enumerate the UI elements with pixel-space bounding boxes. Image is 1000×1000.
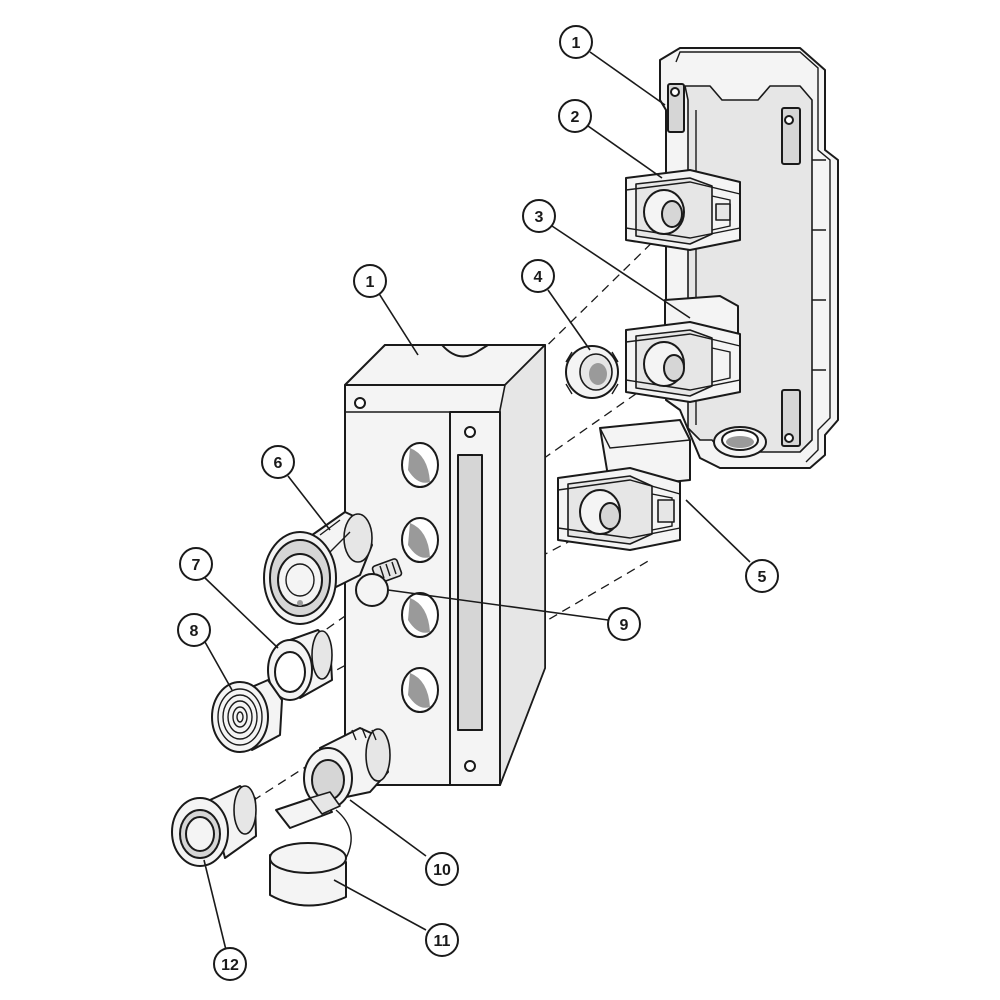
callout-3: 3 [522,199,556,233]
rear-housing [659,47,839,469]
callout-2: 2 [558,99,592,133]
flush-pushbutton [267,629,333,701]
svg-text:11: 11 [434,933,451,950]
svg-text:5: 5 [758,569,767,586]
contact-block-top [625,169,741,251]
svg-text:10: 10 [433,862,451,879]
svg-text:7: 7 [192,557,201,574]
blanking-plug [355,558,403,607]
leader-lines [203,51,751,951]
contact-block-middle [625,295,741,403]
callout-5: 5 [745,559,779,593]
key-selector-switch [275,727,391,859]
callout-9: 9 [607,607,641,641]
extended-pushbutton [171,785,257,867]
enclosure-hole-1 [401,442,439,488]
svg-text:1: 1 [366,274,375,291]
callout-10: 10 [425,852,459,886]
callout-4: 4 [521,259,555,293]
callout-11: 11 [425,923,459,957]
enclosure-hole-4 [401,667,439,713]
enclosure-hole-3 [401,592,439,638]
protective-cap [269,842,347,907]
enclosure-hole-2 [401,517,439,563]
callout-1-front-enclosure: 1 [353,264,387,298]
svg-text:9: 9 [620,617,629,634]
callout-6: 6 [261,445,295,479]
svg-text:12: 12 [221,957,239,974]
callout-7: 7 [179,547,213,581]
svg-text:6: 6 [274,455,283,472]
svg-text:3: 3 [535,209,544,226]
mounting-nut [565,345,619,399]
svg-text:4: 4 [534,269,543,286]
svg-text:8: 8 [190,623,199,640]
contact-block-bottom [557,419,691,551]
callout-12: 12 [213,947,247,981]
illuminated-pushbutton [211,679,283,753]
callout-8: 8 [177,613,211,647]
svg-text:2: 2 [571,109,580,126]
svg-text:1: 1 [572,35,581,52]
callout-1-rear-housing: 1 [559,25,593,59]
mushroom-pushbutton [263,511,373,625]
front-enclosure [344,344,546,786]
